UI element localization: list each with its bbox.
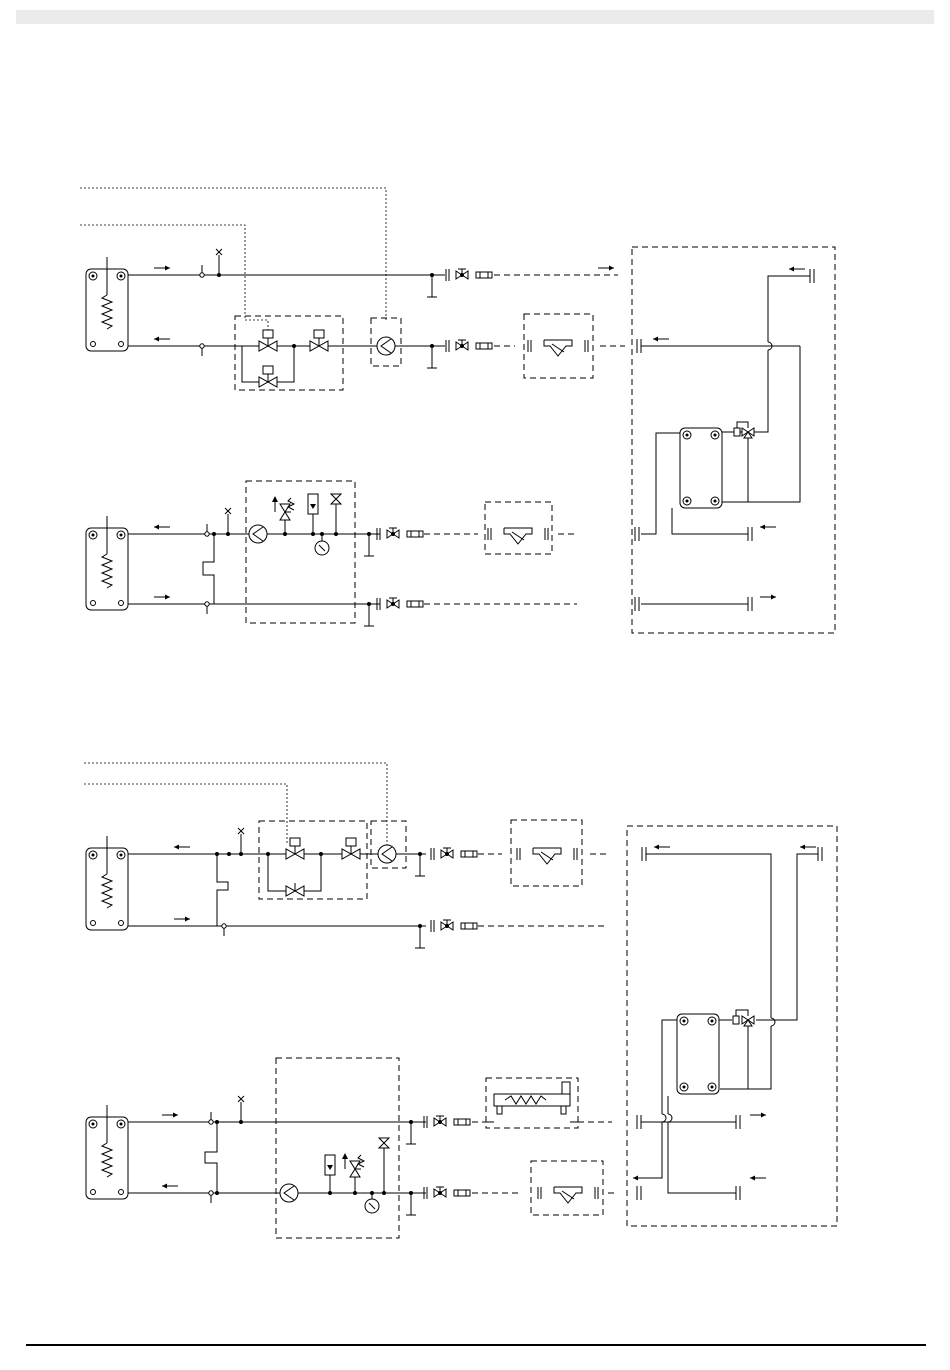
valve-group-frame bbox=[235, 316, 343, 390]
ball-valve-filter-icon bbox=[377, 528, 423, 540]
connection-flange-icon bbox=[736, 1115, 740, 1129]
drain-tee-icon bbox=[427, 273, 437, 297]
ball-valve-filter-icon bbox=[446, 340, 492, 352]
drain-tee-icon bbox=[406, 1120, 416, 1144]
strainer-icon bbox=[488, 528, 548, 544]
strainer-icon bbox=[517, 848, 577, 864]
bypass-valve-icon bbox=[286, 883, 304, 896]
connection-flange-icon bbox=[637, 339, 641, 353]
motorized-valve-icon bbox=[259, 330, 277, 351]
ball-valve-filter-icon bbox=[431, 920, 477, 932]
connection-flange-icon bbox=[642, 847, 646, 861]
electric-heater-icon bbox=[484, 1082, 578, 1122]
connection-flange-icon bbox=[748, 527, 752, 541]
ball-valve-filter-icon bbox=[446, 269, 492, 281]
boiler-1-icon bbox=[86, 257, 128, 351]
connection-flange-icon bbox=[818, 847, 822, 861]
air-vent-valve-icon bbox=[379, 1138, 389, 1143]
flow-arrow-icon bbox=[750, 1176, 766, 1181]
connection-flange-icon bbox=[748, 597, 752, 611]
safety-valve-icon bbox=[272, 496, 294, 520]
drain-tee-icon bbox=[364, 602, 374, 626]
flow-arrow-icon bbox=[750, 1113, 766, 1118]
connection-flange-icon bbox=[810, 269, 814, 283]
temperature-sensor-icon bbox=[209, 1191, 213, 1203]
heat-exchanger-module-frame bbox=[632, 247, 835, 633]
bypass-line bbox=[203, 534, 214, 604]
plate-heat-exchanger-icon bbox=[680, 428, 722, 508]
flow-arrow-icon bbox=[154, 266, 170, 271]
pump-signal-line bbox=[84, 763, 387, 845]
connection-flange-icon bbox=[637, 1186, 641, 1200]
connection-flange-icon bbox=[635, 527, 639, 541]
boiler-2-icon bbox=[86, 516, 128, 610]
temperature-sensor-icon bbox=[200, 344, 204, 356]
ball-valve-filter-icon bbox=[377, 598, 423, 610]
flow-arrow-icon bbox=[800, 845, 816, 850]
bypass-valve-icon bbox=[259, 366, 277, 387]
air-vent-icon bbox=[238, 828, 244, 854]
air-vent-icon bbox=[216, 249, 222, 275]
drain-tee-icon bbox=[364, 532, 374, 556]
boiler-3-icon bbox=[86, 836, 128, 930]
flow-arrow-icon bbox=[154, 595, 170, 600]
ball-valve-filter-icon bbox=[424, 1187, 470, 1199]
flow-arrow-icon bbox=[154, 337, 170, 342]
bypass-line bbox=[205, 1122, 217, 1193]
pressure-gauge-icon bbox=[315, 541, 329, 555]
flow-arrow-icon bbox=[162, 1184, 178, 1189]
drain-tee-icon bbox=[415, 852, 425, 876]
ball-valve-filter-icon bbox=[424, 1116, 470, 1128]
pump-icon bbox=[280, 1184, 298, 1202]
flow-arrow-icon bbox=[760, 525, 776, 530]
pump-icon bbox=[249, 525, 267, 543]
flow-arrow-icon bbox=[633, 1176, 649, 1181]
motorized-valve-icon bbox=[286, 838, 304, 859]
connection-flange-icon bbox=[635, 597, 639, 611]
pump-icon bbox=[377, 337, 395, 355]
pump-icon bbox=[378, 845, 396, 863]
flow-arrow-icon bbox=[760, 595, 776, 600]
ball-valve-filter-icon bbox=[431, 848, 477, 860]
plate-heat-exchanger-icon bbox=[677, 1014, 719, 1094]
flow-arrow-icon bbox=[789, 267, 805, 272]
temperature-sensor-icon bbox=[209, 1112, 213, 1124]
temperature-sensor-icon bbox=[205, 524, 209, 536]
motorized-valve-icon bbox=[310, 330, 328, 351]
flow-arrow-icon bbox=[174, 917, 190, 922]
connection-flange-icon bbox=[637, 1115, 641, 1129]
scheme-1 bbox=[80, 188, 835, 633]
connection-flange-icon bbox=[736, 1186, 740, 1200]
temperature-sensor-icon bbox=[222, 924, 226, 936]
strainer-icon bbox=[538, 1187, 598, 1203]
flow-arrow-icon bbox=[654, 845, 670, 850]
flow-arrow-icon bbox=[154, 525, 170, 530]
flow-arrow-icon bbox=[598, 266, 614, 271]
air-vent-icon bbox=[225, 508, 231, 534]
heat-exchanger-module-frame bbox=[627, 826, 837, 1226]
safety-valve-icon bbox=[342, 1153, 364, 1177]
motorized-valve-icon bbox=[342, 838, 360, 859]
air-vent-icon bbox=[238, 1096, 244, 1122]
valve-group-frame bbox=[259, 821, 367, 899]
drain-tee-icon bbox=[406, 1191, 416, 1215]
flow-arrow-icon bbox=[162, 1113, 178, 1118]
drain-tee-icon bbox=[427, 344, 437, 368]
flow-arrow-icon bbox=[653, 337, 669, 342]
boiler-4-icon bbox=[86, 1105, 128, 1199]
scheme-2 bbox=[84, 763, 837, 1238]
strainer-icon bbox=[528, 340, 588, 356]
temperature-sensor-icon bbox=[200, 265, 204, 277]
drain-tee-icon bbox=[415, 924, 425, 948]
bypass-line bbox=[217, 854, 228, 926]
air-vent-valve-icon bbox=[331, 494, 341, 499]
flow-arrow-icon bbox=[174, 845, 190, 850]
valve-signal-line bbox=[84, 784, 287, 845]
pressure-gauge-icon bbox=[365, 1199, 379, 1213]
temperature-sensor-icon bbox=[205, 602, 209, 614]
